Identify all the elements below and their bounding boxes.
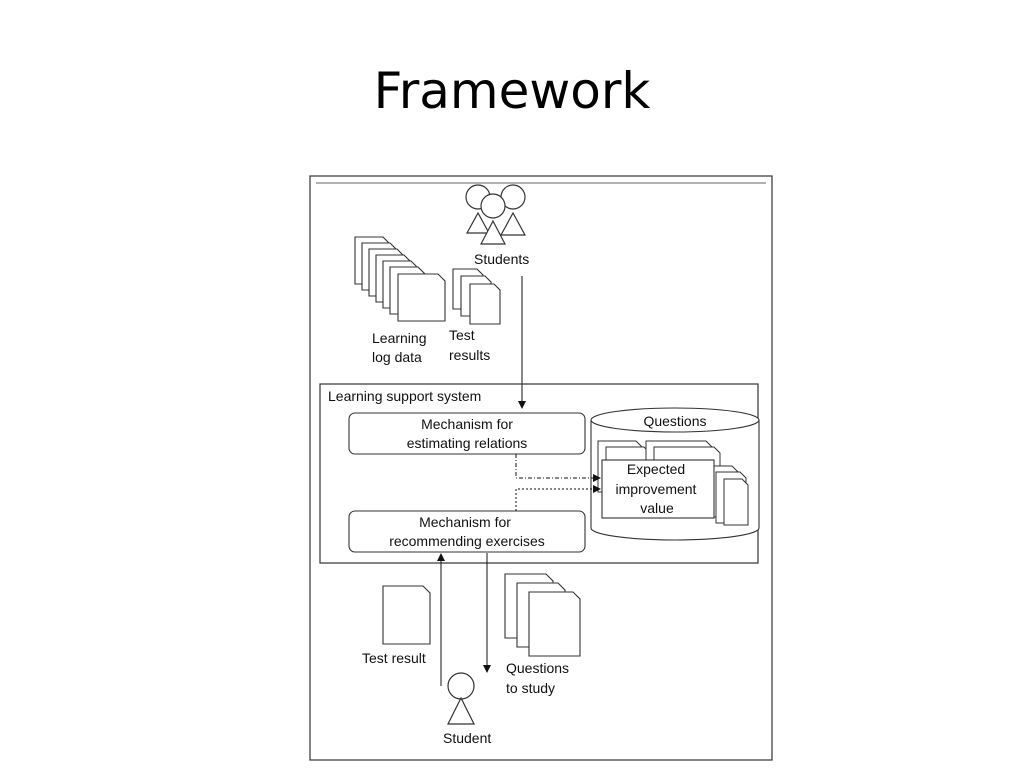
learning-log-label-line1: Learning — [372, 330, 427, 346]
student-icon — [447, 672, 475, 725]
recommending-label-line2: recommending exercises — [389, 533, 545, 549]
test-results-label-line1: Test — [449, 327, 475, 343]
expected-label-line1: Expected — [627, 461, 685, 477]
estimating-label-line1: Mechanism for — [421, 416, 513, 432]
system-label: Learning support system — [328, 388, 481, 404]
test-results-documents-icon — [452, 268, 501, 325]
estimating-to-expected-arrow — [515, 454, 601, 482]
test-result-label: Test result — [362, 650, 426, 666]
students-label: Students — [474, 251, 529, 267]
learning-log-label-line2: log data — [372, 349, 422, 365]
recommending-label-line1: Mechanism for — [419, 514, 511, 530]
questions-label: Questions — [643, 413, 706, 429]
recommending-exercises-box — [348, 510, 586, 553]
questions-to-study-label-line2: to study — [506, 680, 555, 696]
expected-improvement-box — [601, 459, 715, 519]
recommending-to-expected-arrow — [515, 485, 601, 511]
student-label: Student — [443, 730, 491, 746]
expected-label-line2: improvement — [616, 481, 697, 497]
questions-to-study-documents-icon — [504, 573, 581, 657]
estimating-label-line2: estimating relations — [407, 435, 528, 451]
estimating-relations-box — [348, 412, 586, 455]
students-icon — [465, 184, 527, 245]
learning-log-documents-icon — [354, 236, 446, 322]
questions-to-study-label-line1: Questions — [506, 660, 569, 676]
slide-title: Framework — [373, 62, 651, 120]
expected-label-line3: value — [640, 500, 674, 516]
test-result-document-icon — [382, 585, 431, 645]
test-results-label-line2: results — [449, 347, 490, 363]
